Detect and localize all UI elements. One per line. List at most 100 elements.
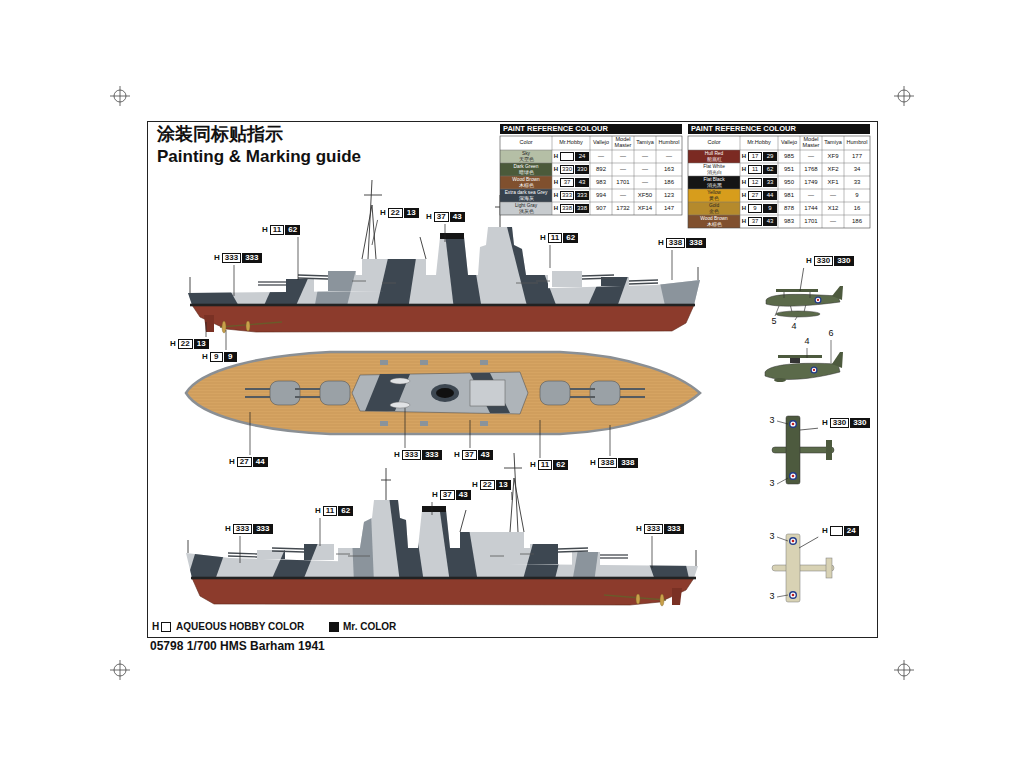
plank-line — [186, 356, 700, 357]
propeller — [636, 594, 640, 604]
camo-patch — [586, 265, 632, 310]
table-cell: 950 — [778, 176, 800, 189]
table-cell: — — [612, 163, 634, 176]
table-rule — [688, 163, 870, 164]
table-cell: 983 — [778, 215, 800, 228]
color-cell — [688, 202, 740, 215]
mast — [698, 267, 699, 280]
secondary-gun — [490, 556, 504, 557]
secondary-gun — [420, 360, 428, 365]
roundel — [792, 475, 795, 478]
mr-color-number: 338 — [575, 204, 589, 213]
leader-line — [240, 536, 241, 563]
secondary-gun — [536, 281, 550, 282]
color-name-chinese: 木棕色 — [688, 222, 740, 228]
aircraft — [765, 286, 843, 602]
mr-color-number: 62 — [563, 233, 578, 243]
color-cell — [688, 150, 740, 163]
callout-box: H24 — [820, 526, 860, 536]
mr-color-number: 43 — [450, 212, 465, 222]
paint-letter: H — [741, 165, 747, 174]
mr-color-number: 9 — [224, 352, 237, 362]
column-header: Model Master — [800, 136, 822, 150]
table-cell: X12 — [822, 202, 844, 215]
secondary-gun — [380, 421, 388, 426]
paint-letter: H — [553, 152, 559, 161]
part-leader — [807, 348, 808, 358]
roundel — [790, 538, 795, 543]
color-cell — [688, 163, 740, 176]
camo-patch — [262, 265, 314, 310]
gun-barrel — [272, 548, 304, 549]
leader-line — [672, 250, 673, 280]
paint-letter: H — [805, 256, 813, 266]
paint-letter: H — [539, 233, 547, 243]
color-name-chinese: 浅灰色 — [500, 209, 552, 215]
table-cell: 892 — [590, 163, 612, 176]
mr-color-number: 333 — [242, 253, 261, 263]
table-cell: 16 — [844, 202, 870, 215]
table-rule — [500, 176, 682, 177]
color-cell — [688, 215, 740, 228]
bridge-plan — [470, 380, 505, 406]
table-rule — [590, 136, 591, 215]
color-name: Sky — [500, 151, 552, 157]
secondary-gun — [380, 360, 388, 365]
table-rule — [688, 215, 870, 216]
gun-barrel — [600, 557, 628, 558]
leader-line — [800, 428, 818, 430]
table-cell: 34 — [844, 163, 870, 176]
mr-color-number: 330 — [575, 165, 589, 174]
superstructure-plan — [352, 372, 528, 414]
table-cell: XF1 — [822, 176, 844, 189]
mr-color-number: 333 — [253, 524, 272, 534]
aqueous-number: 333 — [402, 450, 421, 460]
paint-letter: H — [151, 621, 160, 633]
table-cell: — — [634, 163, 656, 176]
table-rule — [778, 136, 779, 228]
aqueous-number: 27 — [748, 191, 762, 200]
leader-line — [445, 224, 446, 242]
fuselage — [766, 294, 840, 306]
callout-number: 6 — [827, 329, 835, 339]
leader-line — [298, 237, 299, 280]
callout-box: H338338 — [656, 238, 707, 248]
callout-number: 4 — [790, 322, 798, 332]
callout-box: H330330 — [804, 256, 855, 266]
paint-letter: H — [393, 450, 401, 460]
wing-strut — [810, 292, 811, 298]
paint-letter: H — [741, 178, 747, 187]
part-leader — [777, 478, 788, 484]
roundel — [792, 423, 795, 426]
gun-barrel — [228, 553, 257, 554]
roundel — [792, 540, 795, 543]
roundel — [789, 537, 797, 545]
camouflage — [186, 215, 706, 310]
color-cell — [688, 189, 740, 202]
main-turret — [320, 381, 350, 405]
aqueous-number: 333 — [560, 191, 574, 200]
table-cell: — — [590, 150, 612, 163]
callout-number: 3 — [768, 532, 776, 542]
gun-barrel — [558, 551, 588, 552]
table-rule — [500, 202, 682, 203]
aqueous-number: 333 — [644, 524, 663, 534]
table-heading-band — [500, 124, 682, 134]
camo-patch — [350, 488, 374, 583]
column-header: Color — [688, 136, 740, 150]
table-ground — [500, 136, 682, 215]
callout-box: H3743 — [430, 490, 472, 500]
funnel-opening — [436, 388, 454, 398]
leader-line — [432, 502, 433, 515]
mr-color-number: 338 — [618, 458, 637, 468]
leader-line — [372, 220, 378, 245]
color-cell — [500, 176, 552, 189]
empty-number-box — [830, 526, 843, 536]
table-cell: — — [822, 189, 844, 202]
camo-patch — [388, 488, 424, 583]
camo-patch — [572, 538, 600, 583]
propeller — [246, 321, 250, 331]
